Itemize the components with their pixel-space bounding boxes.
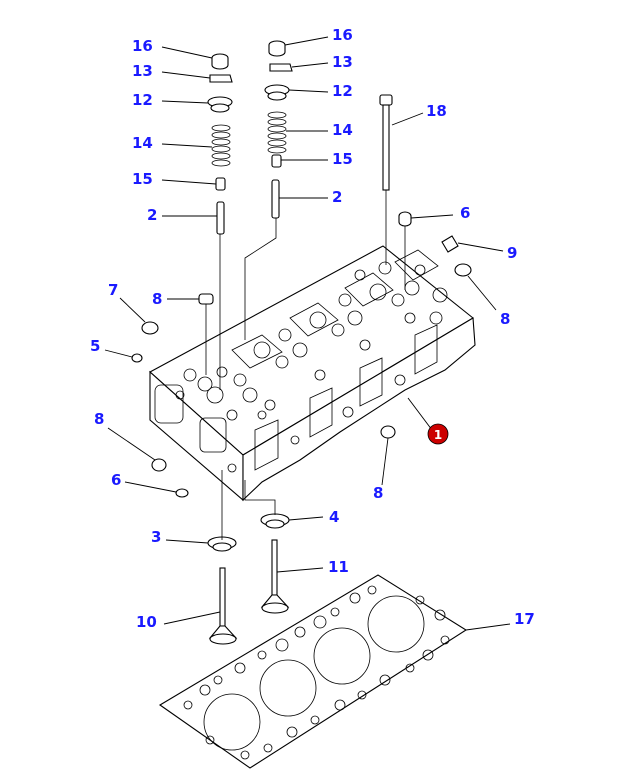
cylinder-head: [149, 245, 476, 502]
callout-16-left: 16: [132, 37, 153, 55]
badge-label: 1: [434, 428, 442, 442]
callout-11: 11: [328, 558, 349, 576]
head-gasket: [158, 574, 468, 769]
callout-15-right: 15: [332, 150, 353, 168]
callout-8-upper-left: 8: [152, 290, 162, 308]
callout-6-lower: 6: [111, 471, 121, 489]
callout-3: 3: [151, 528, 161, 546]
callout-5: 5: [90, 337, 100, 355]
callout-9: 9: [507, 244, 517, 262]
callout-7: 7: [108, 281, 118, 299]
callout-13-left: 13: [132, 62, 153, 80]
callout-10: 10: [136, 613, 157, 631]
head-bolt: [379, 94, 393, 265]
small-parts: [131, 211, 472, 498]
callout-12-right: 12: [332, 82, 353, 100]
valve-train-right: [244, 40, 293, 340]
callout-8-lower-left: 8: [94, 410, 104, 428]
callout-14-right: 14: [332, 121, 353, 139]
callout-8-lower-right: 8: [373, 484, 383, 502]
valves-lower: [207, 470, 290, 645]
callout-4: 4: [329, 508, 339, 526]
callout-15-left: 15: [132, 170, 153, 188]
callout-17: 17: [514, 610, 535, 628]
callout-6-upper: 6: [460, 204, 470, 222]
leader-lines: [104, 36, 511, 631]
badge-circle: [427, 423, 449, 445]
callout-2-left: 2: [147, 206, 157, 224]
callout-13-right: 13: [332, 53, 353, 71]
callout-18: 18: [426, 102, 447, 120]
callout-16-right: 16: [332, 26, 353, 44]
callout-labels: 16 13 12 14 15 2 16 13 12 14 15 2 18 6 9…: [90, 26, 535, 631]
callout-2-right: 2: [332, 188, 342, 206]
callout-8-right: 8: [500, 310, 510, 328]
assembly-badge: 1: [427, 423, 449, 445]
callout-14-left: 14: [132, 134, 153, 152]
valve-train-left: [207, 53, 233, 390]
callout-12-left: 12: [132, 91, 153, 109]
